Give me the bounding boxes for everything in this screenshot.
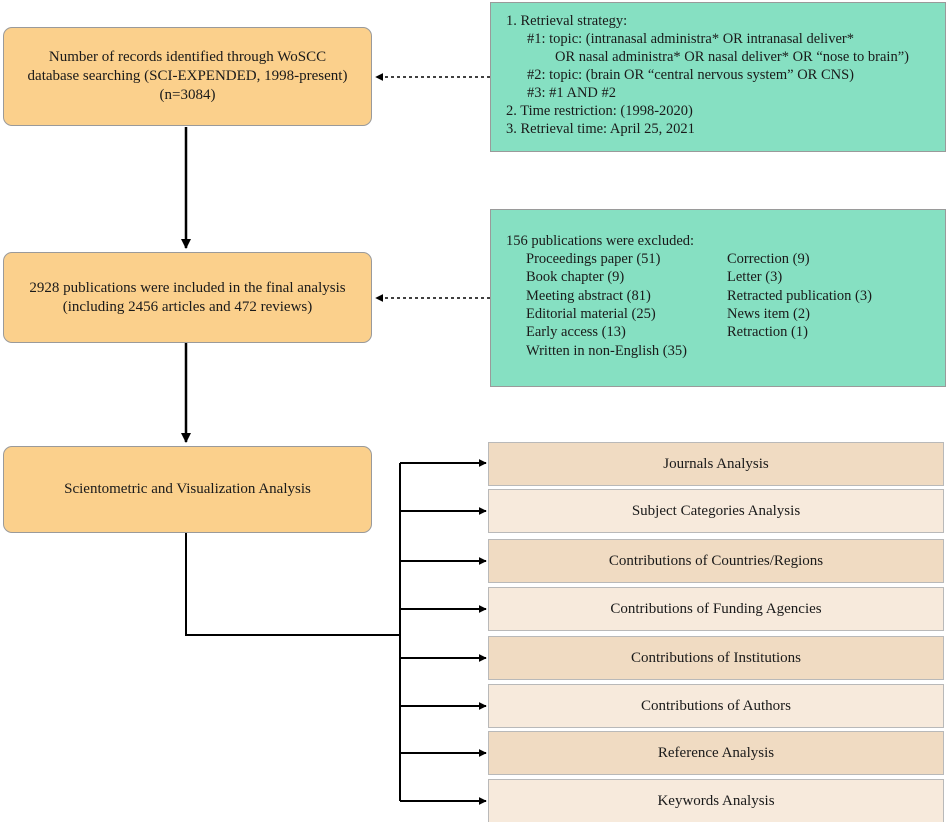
analysis-box-countries: Contributions of Countries/Regions: [488, 539, 944, 583]
analysis-box-keywords: Keywords Analysis: [488, 779, 944, 822]
records-identified-box: Number of records identified through WoS…: [3, 27, 372, 126]
analysis-label: Subject Categories Analysis: [631, 502, 801, 519]
excluded-item: Book chapter (9): [526, 269, 625, 285]
excluded-item: Early access (13): [526, 324, 626, 340]
scientometric-analysis-box: Scientometric and Visualization Analysis: [3, 446, 372, 533]
excluded-publications-box: 156 publications were excluded: Proceedi…: [490, 209, 946, 387]
step1-line2: database searching (SCI-EXPENDED, 1998-p…: [27, 68, 348, 84]
analysis-box-authors: Contributions of Authors: [488, 684, 944, 728]
excluded-item: Letter (3): [727, 269, 783, 285]
excluded-item: Retraction (1): [727, 324, 808, 340]
step1-line3: (n=3084): [159, 87, 216, 103]
analysis-label: Contributions of Funding Agencies: [610, 600, 822, 617]
analysis-label: Contributions of Authors: [640, 697, 791, 714]
included-publications-box: 2928 publications were included in the f…: [3, 252, 372, 343]
analysis-box-reference: Reference Analysis: [488, 731, 944, 775]
excluded-title: 156 publications were excluded:: [506, 233, 695, 249]
excluded-item: Written in non-English (35): [526, 343, 687, 359]
step2-line2: (including 2456 articles and 472 reviews…: [62, 298, 313, 315]
retrieval-line-6: 2. Time restriction: (1998-2020): [506, 103, 693, 119]
excluded-item: Proceedings paper (51): [526, 251, 661, 267]
excluded-item: Correction (9): [727, 251, 810, 267]
excluded-item: Meeting abstract (81): [526, 288, 651, 304]
excluded-item: News item (2): [727, 306, 810, 322]
step1-line1: Number of records identified through WoS…: [48, 49, 327, 65]
analysis-label: Keywords Analysis: [657, 792, 775, 809]
retrieval-line-3: OR nasal administra* OR nasal deliver* O…: [555, 49, 909, 65]
step2-line1: 2928 publications were included in the f…: [29, 279, 346, 296]
branch-connector: [185, 533, 400, 636]
retrieval-line-5: #3: #1 AND #2: [527, 85, 617, 101]
analysis-box-subject-categories: Subject Categories Analysis: [488, 489, 944, 533]
retrieval-line-4: #2: topic: (brain OR “central nervous sy…: [527, 67, 854, 83]
retrieval-line-7: 3. Retrieval time: April 25, 2021: [506, 121, 695, 137]
analysis-label: Contributions of Countries/Regions: [608, 552, 824, 569]
step3-label: Scientometric and Visualization Analysis: [64, 481, 311, 497]
retrieval-line-1: 1. Retrieval strategy:: [506, 13, 628, 29]
analysis-label: Journals Analysis: [663, 455, 769, 472]
analysis-label: Reference Analysis: [657, 744, 775, 761]
analysis-box-institutions: Contributions of Institutions: [488, 636, 944, 680]
analysis-label: Contributions of Institutions: [630, 649, 801, 666]
retrieval-strategy-box: 1. Retrieval strategy: #1: topic: (intra…: [490, 2, 946, 152]
excluded-item: Retracted publication (3): [727, 288, 872, 304]
analysis-box-funding: Contributions of Funding Agencies: [488, 587, 944, 631]
excluded-item: Editorial material (25): [526, 306, 656, 322]
analysis-box-journals: Journals Analysis: [488, 442, 944, 486]
retrieval-line-2: #1: topic: (intranasal administra* OR in…: [527, 31, 854, 47]
